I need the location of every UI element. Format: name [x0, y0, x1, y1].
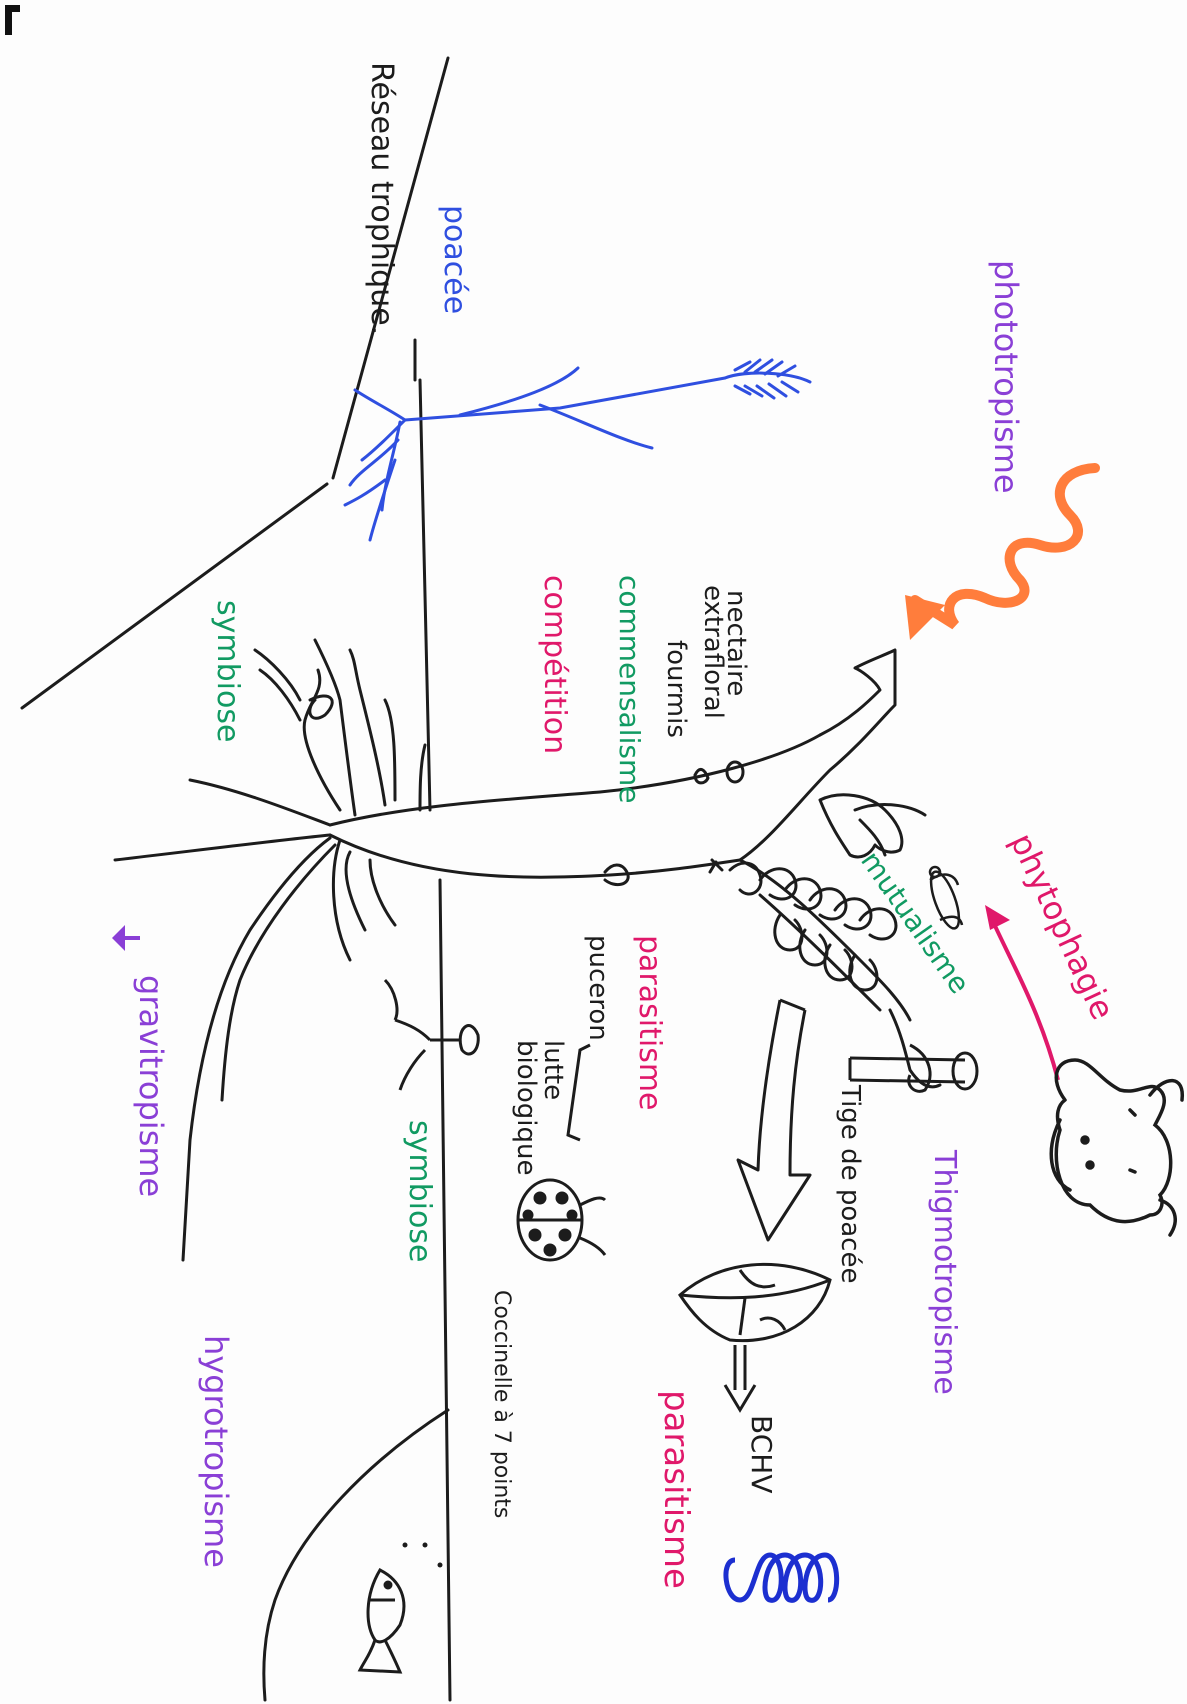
- leaf-icon: [678, 1262, 832, 1413]
- gravitropism-arrow: [112, 925, 140, 951]
- fish-icon: [357, 1568, 406, 1674]
- ground-lines: [20, 56, 452, 1702]
- biocontrol-brace: [566, 1043, 591, 1142]
- competition-label: compétition: [537, 575, 572, 754]
- fly-icon: [928, 865, 964, 930]
- poacee-plant: [343, 358, 812, 542]
- cow-head-icon: [1049, 1058, 1184, 1237]
- main-plant: [113, 638, 942, 1262]
- commensalisme-label: commensalisme: [613, 575, 646, 803]
- phytophagie-label: phytophagie: [1003, 827, 1122, 1025]
- hygrotropisme-label: hygrotropisme: [197, 1335, 235, 1568]
- lutte-label: lutte: [538, 1040, 568, 1100]
- corner-mark: [5, 5, 20, 35]
- ladybug-icon: [516, 1178, 607, 1262]
- bubbles: [402, 1542, 443, 1568]
- parasitisme-mid-label: parasitisme: [632, 935, 667, 1111]
- symbiose-top-label: symbiose: [210, 600, 245, 742]
- coccinelle-label: Coccinelle à 7 points: [489, 1290, 514, 1518]
- phytophagie-arrow: [985, 905, 1060, 1081]
- mushroom-icon: [383, 978, 480, 1091]
- tige-label: Tige de poacée: [835, 1084, 865, 1283]
- wave-arrow-head: [905, 595, 945, 640]
- gravitropisme-label: gravitropisme: [132, 975, 170, 1197]
- biologique-label: biologique: [511, 1040, 541, 1175]
- coil-icon: [723, 1552, 840, 1603]
- hollow-arrow: [736, 998, 812, 1242]
- title-label: Réseau trophique.: [364, 62, 399, 335]
- phototropisme-label: phototropisme: [987, 260, 1025, 494]
- nectaire-label: nectaire: [721, 590, 751, 696]
- wave-arrow-icon: [910, 463, 1100, 630]
- puceron-label: puceron: [583, 935, 613, 1041]
- fourmis-label: fourmis: [661, 640, 691, 738]
- poacee-label: poacée: [437, 205, 472, 314]
- bchv-label: BCHV: [745, 1415, 778, 1493]
- thigmotropisme-label: Thigmotropisme: [927, 1149, 962, 1395]
- grass-stem-tube: [848, 1043, 979, 1093]
- symbiose-bottom-label: symbiose: [402, 1120, 437, 1262]
- extrafloral-label: extrafloral: [698, 585, 728, 719]
- parasitisme-bottom-label: parasitisme: [656, 1390, 696, 1589]
